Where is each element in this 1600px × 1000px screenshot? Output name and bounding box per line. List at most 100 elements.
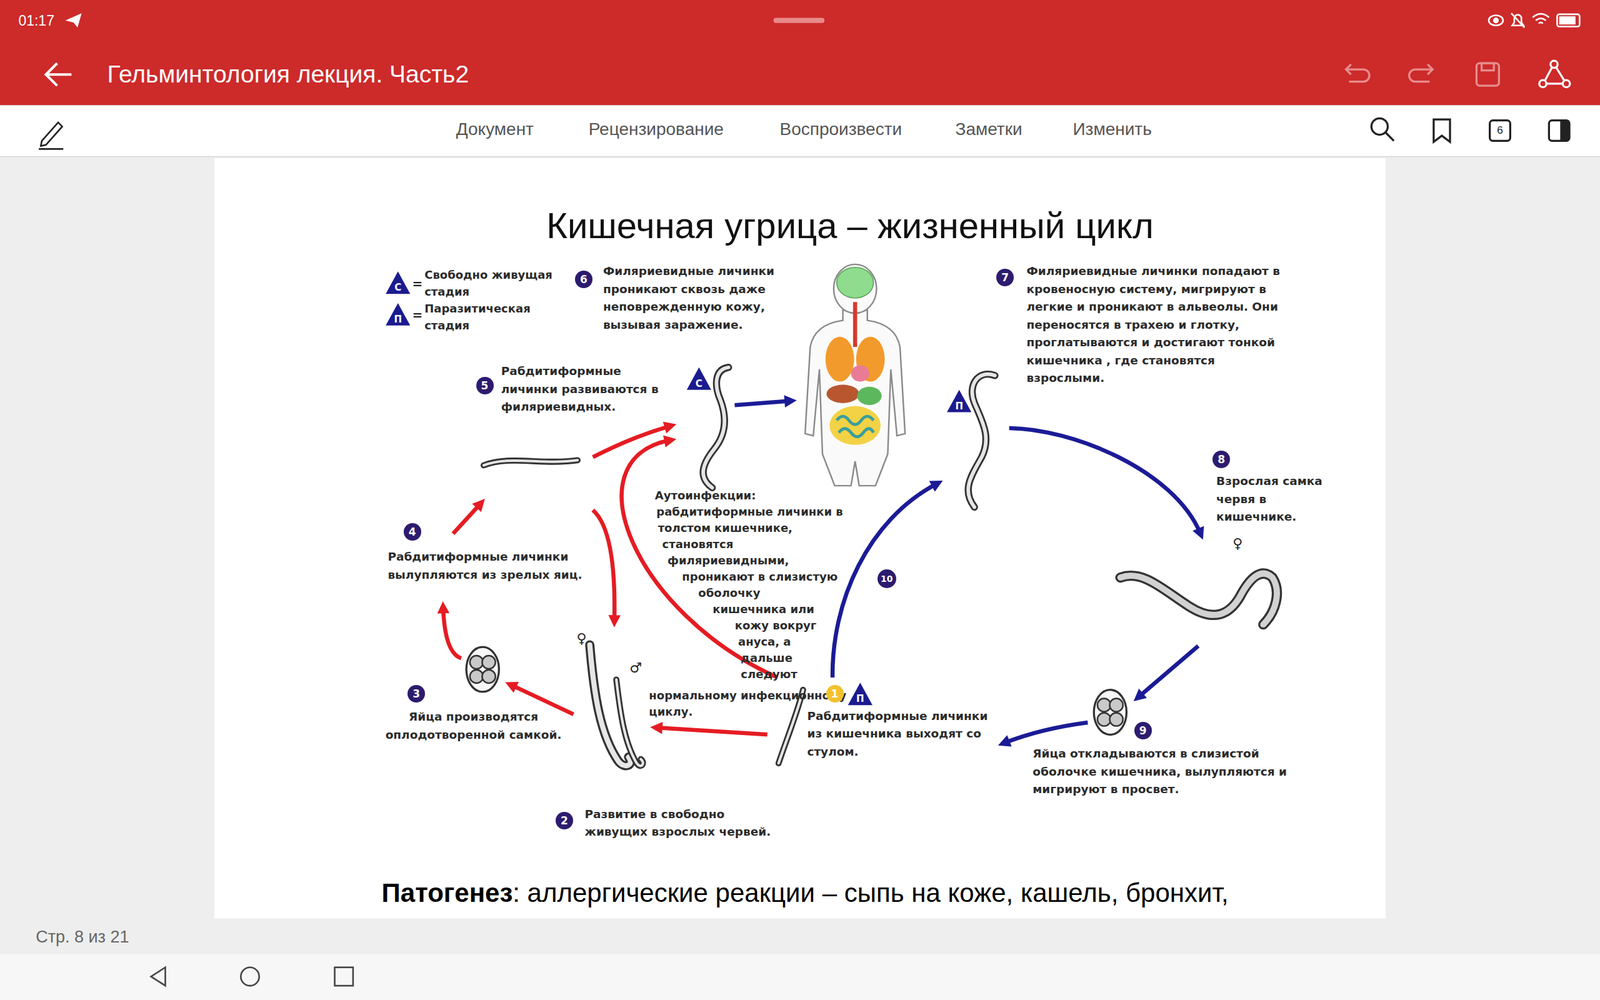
share-node [1550,60,1558,68]
document-page [214,158,1386,919]
mute-icon [1511,13,1525,28]
save-frame [1476,63,1499,86]
stage-letter: П [951,399,968,414]
body-text: : аллергические реакции – сыпь на коже, … [512,878,1229,908]
lifecycle-arrow [832,483,937,678]
egg-cell [1097,712,1111,726]
status-time: 01:17 [18,11,90,30]
toolbar-tab: Рецензирование [569,117,744,142]
stage-node: 7Филяриевидные личинки попадают в кровен… [943,362,1009,516]
filariform-larva [703,367,729,489]
navigation-bar [0,954,1600,1000]
toolbar-tab: Изменить [1051,117,1174,142]
lifecycle-arrow [1004,722,1088,744]
stage-letter: П [390,312,407,327]
lifecycle-arrow [735,400,790,405]
sex-symbol: ♂ [627,659,644,677]
egg-shell [1093,690,1127,735]
app-bar [0,0,1600,105]
save-icon [1476,63,1499,86]
filariform-larva [968,374,995,508]
share-node [1562,80,1570,87]
worms [483,367,1277,767]
save-slot [1481,63,1495,70]
toolbar [0,106,1600,158]
autoinfection-text: Аутоинфекции: рабдитиформные личинки в т… [648,488,847,719]
stage-description: Филяриевидные личинки проникают сквозь д… [603,262,777,334]
sex-symbol: ♀ [1229,535,1246,553]
undo-icon [1345,64,1370,82]
nav-back [151,967,166,986]
pen-icon [38,122,64,149]
egg-cell [470,670,484,684]
rhabditiform-larva [483,460,578,465]
human-figure [805,264,905,486]
free-living-female [590,645,631,766]
egg-cell [470,655,484,669]
rhabditiform-larva-body [483,460,578,465]
wifi-icon [1532,13,1549,24]
callout-number: 8 [1212,450,1230,469]
lifecycle-arrow [656,727,767,735]
legend-text: Свободно живущая стадия [424,266,568,300]
intestine [829,406,881,445]
stage-description: Яйца производятся оплодотворенной самкой… [376,708,570,744]
egg-shell [466,646,499,692]
redo-icon [1409,64,1434,82]
callout-number: 5 [476,376,494,395]
page-count-box [1490,120,1511,142]
toolbar-icons [1371,118,1570,142]
stage-description: Рабдитиформные личинки вылупляются из зр… [387,548,592,584]
panel-fill [1560,120,1570,142]
intestine-coils [836,416,874,437]
egg-cell [1110,712,1124,726]
search-handle [1385,132,1394,141]
status-icons [1488,13,1580,28]
stage-description: Яйца откладываются в слизистой оболочке … [1032,745,1296,799]
stomach [856,386,882,405]
legend-equals: = [412,276,423,292]
stage-letter: С [690,376,707,391]
egg-cell [481,670,495,684]
parasitic-female-body [1120,573,1277,625]
lifecycle-arrow [593,510,615,620]
legend-equals: = [412,307,423,323]
battery-icon [1556,14,1580,27]
callout-number: 1 [826,685,844,703]
stage-node: 5Рабдитиформные личинки развиваются в фи… [677,351,735,493]
stage-description: Развитие в свободно живущих взрослых чер… [585,805,779,842]
free-living-female-body [590,645,631,766]
lifecycle-arrow [1138,645,1199,697]
diagram-title: Кишечная угрица – жизненный цикл [390,203,1309,249]
back-arrow [45,63,72,86]
stage-description: Филяриевидные личинки попадают в кровено… [1026,262,1282,388]
stage-description: Рабдитиформные личинки из кишечника выхо… [806,707,991,762]
share-icon [1539,60,1570,87]
battery-level [1559,16,1576,25]
toolbar-tab: Документ [433,117,557,142]
lifecycle-arrow [1009,428,1201,534]
stage-node: 6Филяриевидные личинки проникают сквозь … [798,260,917,490]
stage-letter: С [390,280,407,295]
stage-node: 8Взрослая самка червя в кишечнике. [1114,540,1286,646]
bold-term: Патогенез [381,878,514,908]
nav-recent [335,967,354,986]
legend-text: Паразитическая стадия [424,300,568,334]
stage-node: 2Развитие в свободно живущих взрослых че… [573,628,650,772]
hatching-arrow [453,503,480,534]
sex-symbol: ♀ [573,630,590,648]
search-icon [1371,118,1388,135]
bookmark-icon [1433,119,1450,142]
stage-node: 3Яйца производятся оплодотворенной самко… [461,643,505,697]
parasitic-female [1120,573,1277,625]
eye-icon [1488,15,1504,25]
callout-number: 4 [403,523,422,541]
document-title: Гельминтология лекция. Часть2 [106,58,822,91]
share-links [1545,67,1565,84]
lung [825,336,855,382]
lifecycle-arrow [511,685,574,715]
heart [851,365,870,382]
